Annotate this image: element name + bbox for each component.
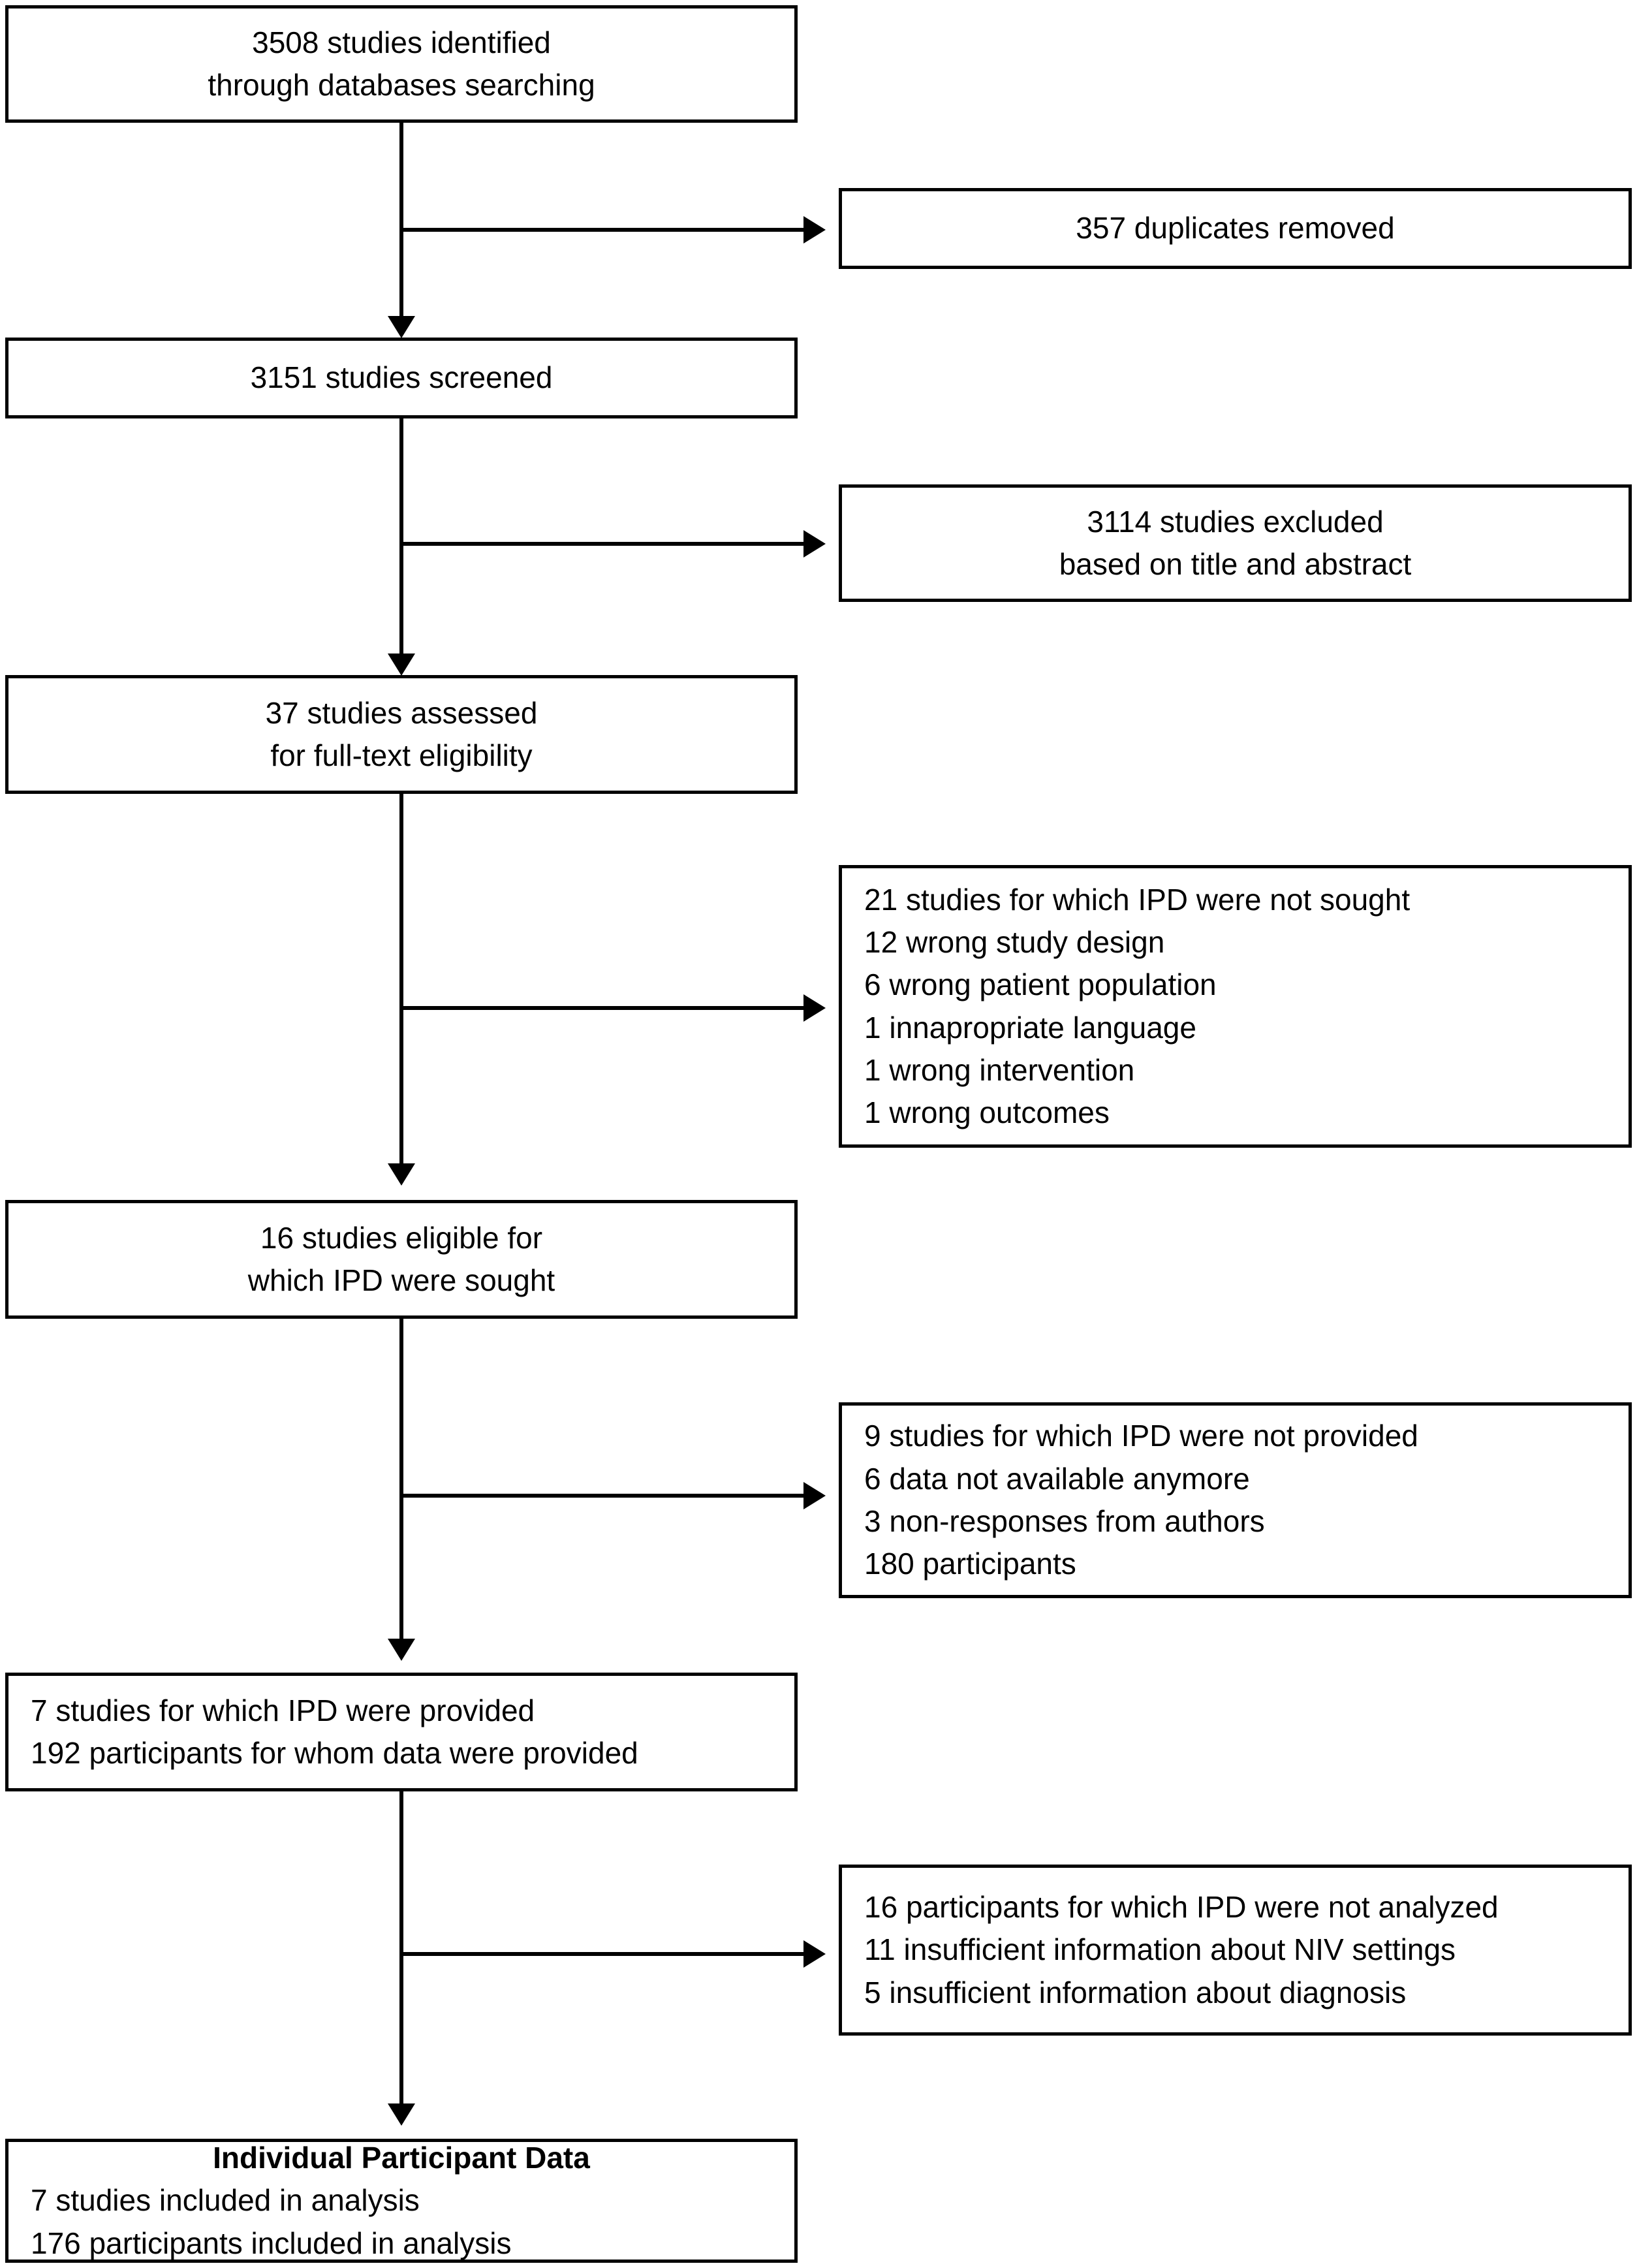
- arrowhead-down-to-provided: [388, 1639, 415, 1661]
- node-line: 176 participants included in analysis: [31, 2226, 512, 2260]
- connector-identified-to-screened: [399, 123, 403, 316]
- node-ipd-provided: 7 studies for which IPD were provided 19…: [5, 1673, 798, 1791]
- connector-branch-to-ipd-not-sought: [399, 1006, 803, 1010]
- connector-screened-to-assessed: [399, 418, 403, 654]
- node-subline: 11 insufficient information about NIV se…: [864, 1932, 1456, 1967]
- node-line: 357 duplicates removed: [1076, 211, 1395, 245]
- arrowhead-right-to-ipd-not-provided: [803, 1482, 826, 1509]
- node-studies-excluded: 3114 studies excluded based on title and…: [839, 484, 1632, 602]
- node-ipd-not-provided: 9 studies for which IPD were not provide…: [839, 1402, 1632, 1598]
- node-studies-screened: 3151 studies screened: [5, 338, 798, 418]
- node-subline: 1 wrong outcomes: [864, 1095, 1110, 1130]
- node-line: 7 studies included in analysis: [31, 2183, 420, 2218]
- arrowhead-down-to-included: [388, 2103, 415, 2126]
- node-line: based on title and abstract: [1059, 547, 1412, 581]
- connector-branch-to-duplicates: [399, 228, 803, 232]
- connector-branch-to-excluded: [399, 542, 803, 546]
- node-subline: 6 data not available anymore: [864, 1461, 1250, 1496]
- arrowhead-down-to-eligible: [388, 1163, 415, 1186]
- arrowhead-right-to-ipd-not-analyzed: [803, 1940, 826, 1968]
- arrowhead-right-to-ipd-not-sought: [803, 994, 826, 1022]
- arrowhead-right-to-duplicates: [803, 216, 826, 244]
- node-duplicates-removed: 357 duplicates removed: [839, 188, 1632, 269]
- node-line: 7 studies for which IPD were provided: [31, 1693, 535, 1727]
- arrowhead-down-to-assessed: [388, 654, 415, 676]
- node-line: 21 studies for which IPD were not sought: [864, 882, 1411, 917]
- arrowhead-down-to-screened: [388, 316, 415, 338]
- node-heading: Individual Participant Data: [213, 2141, 590, 2175]
- node-line: for full-text eligibility: [270, 738, 533, 772]
- node-line: 180 participants: [864, 1547, 1076, 1581]
- node-subline: 6 wrong patient population: [864, 968, 1217, 1002]
- node-line: which IPD were sought: [247, 1263, 555, 1297]
- node-subline: 3 non-responses from authors: [864, 1504, 1265, 1538]
- node-line: 3151 studies screened: [250, 360, 553, 395]
- node-ipd-not-analyzed: 16 participants for which IPD were not a…: [839, 1865, 1632, 2036]
- connector-eligible-to-provided: [399, 1319, 403, 1639]
- node-line: 3508 studies identified: [252, 25, 551, 59]
- arrowhead-right-to-excluded: [803, 530, 826, 558]
- node-line: 37 studies assessed: [265, 695, 538, 730]
- connector-assessed-to-eligible: [399, 794, 403, 1163]
- node-line: 9 studies for which IPD were not provide…: [864, 1419, 1418, 1453]
- node-subline: 5 insufficient information about diagnos…: [864, 1975, 1407, 2009]
- connector-provided-to-included: [399, 1791, 403, 2103]
- node-studies-identified: 3508 studies identified through database…: [5, 5, 798, 123]
- connector-branch-to-ipd-not-analyzed: [399, 1952, 803, 1956]
- node-line: 192 participants for whom data were prov…: [31, 1736, 638, 1770]
- node-line: 16 studies eligible for: [260, 1220, 543, 1255]
- node-ipd-not-sought: 21 studies for which IPD were not sought…: [839, 865, 1632, 1148]
- node-subline: 1 wrong intervention: [864, 1052, 1135, 1087]
- node-subline: 12 wrong study design: [864, 924, 1165, 959]
- node-studies-assessed: 37 studies assessed for full-text eligib…: [5, 675, 798, 794]
- connector-branch-to-ipd-not-provided: [399, 1494, 803, 1498]
- node-individual-participant-data: Individual Participant Data 7 studies in…: [5, 2139, 798, 2263]
- node-studies-eligible-ipd-sought: 16 studies eligible for which IPD were s…: [5, 1200, 798, 1319]
- node-subline: 1 innapropriate language: [864, 1010, 1196, 1045]
- node-line: through databases searching: [208, 68, 595, 102]
- node-line: 3114 studies excluded: [1087, 504, 1384, 539]
- node-line: 16 participants for which IPD were not a…: [864, 1890, 1499, 1925]
